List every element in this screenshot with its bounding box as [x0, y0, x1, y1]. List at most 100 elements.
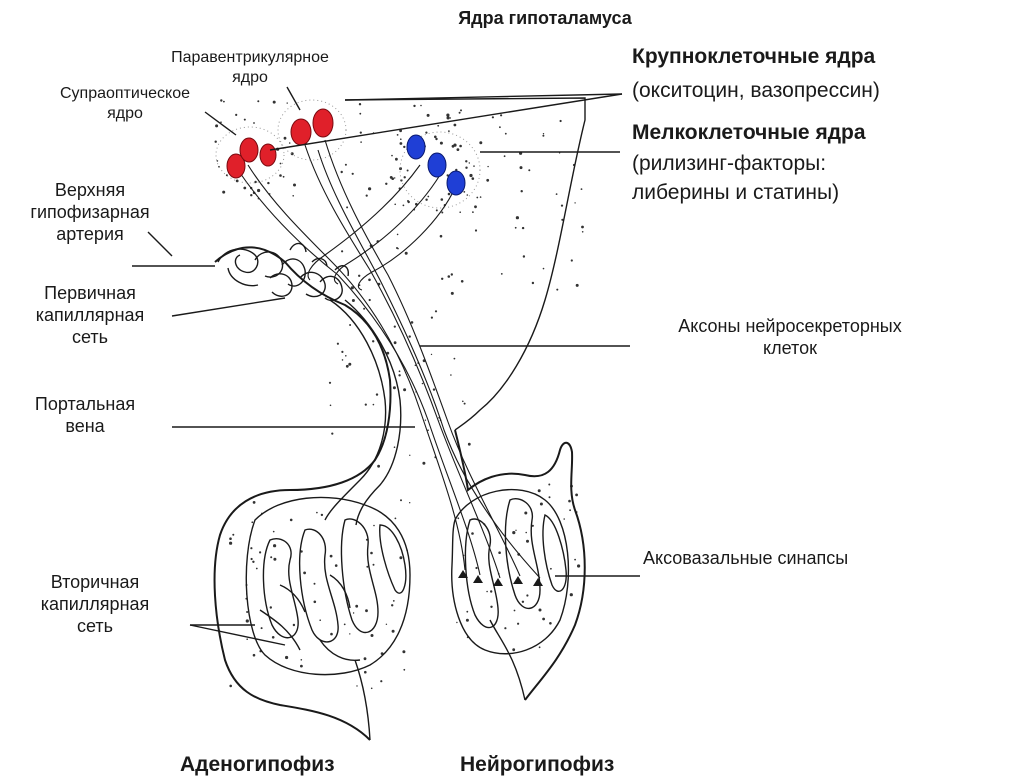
stipple-dot — [271, 636, 275, 639]
stipple-dot — [386, 351, 390, 355]
stipple-dot — [341, 250, 344, 253]
stipple-dot — [252, 653, 256, 657]
stipple-dot — [415, 202, 418, 206]
stipple-dot — [427, 195, 430, 198]
stipple-dot — [467, 442, 471, 446]
stipple-dot — [430, 316, 433, 319]
stipple-dot — [253, 122, 255, 124]
superior-hypophyseal-artery-label: Верхняя гипофизарная артерия — [0, 180, 180, 246]
stipple-dot — [542, 134, 545, 137]
magnocellular-subtitle: (окситоцин, вазопрессин) — [632, 79, 880, 102]
stipple-dot — [359, 112, 362, 115]
stipple-dot — [574, 558, 576, 561]
stipple-dot — [446, 113, 450, 117]
stipple-dot — [466, 194, 469, 196]
stipple-dot — [522, 255, 526, 258]
stipple-dot — [555, 193, 558, 196]
stipple-dot — [453, 143, 457, 147]
stipple-dot — [372, 403, 375, 406]
hypothalamus-boundary — [344, 97, 586, 431]
stipple-dot — [272, 530, 275, 533]
stipple-dot — [559, 119, 562, 123]
stipple-dot — [427, 429, 429, 432]
stipple-dot — [365, 609, 368, 613]
stipple-dot — [243, 118, 246, 121]
stipple-dot — [290, 152, 294, 156]
stipple-dot — [575, 493, 578, 497]
stipple-dot — [222, 190, 226, 194]
stipple-dot — [420, 104, 422, 107]
stipple-dot — [450, 273, 453, 276]
stipple-dot — [465, 618, 469, 622]
stipple-dot — [426, 113, 430, 117]
stipple-dot — [396, 233, 399, 236]
stipple-dot — [513, 609, 516, 612]
stipple-dot — [329, 404, 332, 407]
stipple-dot — [396, 247, 398, 249]
stipple-dot — [368, 278, 371, 282]
primary-capillary-label: Первичная капиллярная сеть — [0, 283, 180, 349]
stipple-dot — [373, 524, 375, 527]
primary-cap-line3: сеть — [71, 326, 109, 347]
paraventricular-label: Паравентрикулярное ядро — [140, 48, 360, 87]
stipple-dot — [404, 251, 408, 255]
stipple-dot — [356, 685, 358, 687]
stipple-dot — [469, 173, 473, 178]
stipple-dot — [391, 154, 393, 157]
stipple-dot — [456, 148, 460, 152]
stipple-dot — [580, 188, 583, 191]
stipple-dot — [414, 364, 417, 367]
stipple-dot — [343, 623, 346, 626]
stipple-dot — [368, 298, 371, 302]
parvocellular-nucleus — [406, 134, 466, 196]
stipple-dot — [512, 531, 516, 535]
stipple-dot — [392, 386, 396, 390]
stipple-dot — [292, 623, 296, 627]
stipple-dot — [560, 204, 564, 207]
stipple-dot — [254, 180, 257, 184]
stipple-dot — [267, 181, 270, 185]
stipple-dot — [435, 209, 438, 212]
neurosecretory-axons — [237, 139, 541, 579]
stipple-dot — [368, 187, 372, 191]
stipple-dot — [250, 547, 253, 550]
stipple-dot — [531, 524, 534, 527]
stipple-dot — [524, 511, 528, 515]
leader-lines — [132, 86, 640, 646]
stipple-dot — [556, 288, 559, 291]
stipple-dot — [548, 496, 551, 499]
stipple-dot — [435, 137, 438, 141]
stipple-dot — [393, 325, 396, 328]
diagram-title: Ядра гипоталамуса — [458, 8, 632, 28]
stipple-dot — [334, 564, 338, 567]
stipple-dot — [257, 188, 261, 193]
neuron-cell — [446, 170, 466, 196]
stipple-dot — [539, 502, 543, 506]
parvocellular-title: Мелкоклеточные ядра — [632, 121, 866, 144]
parvocellular-subtitle-1: (рилизинг-факторы: — [632, 152, 827, 175]
stipple-dot — [394, 203, 397, 206]
primary-cap-line2: капиллярная — [35, 304, 145, 325]
stipple-dot — [456, 621, 458, 624]
stipple-dot — [521, 226, 525, 230]
stipple-dot — [537, 489, 541, 493]
stipple-dot — [437, 124, 440, 127]
stipple-dot — [255, 567, 258, 570]
infundibulum-outline-left — [213, 246, 392, 741]
stipple-dot — [430, 353, 433, 356]
stipple-dot — [542, 617, 545, 621]
stipple-dot — [466, 610, 469, 613]
stipple-dot — [528, 169, 531, 172]
stipple-dot — [269, 606, 272, 609]
stipple-dot — [214, 140, 217, 143]
stipple-dot — [300, 664, 303, 668]
axons-label: Аксоны нейросекреторных клеток — [640, 316, 940, 360]
stipple-dot — [498, 551, 501, 554]
stipple-dot — [399, 556, 403, 560]
stipple-dot — [288, 142, 291, 144]
stipple-dot — [394, 517, 397, 520]
stipple-dot — [340, 170, 343, 174]
stipple-dot — [358, 274, 361, 277]
stipple-dot — [329, 554, 333, 558]
